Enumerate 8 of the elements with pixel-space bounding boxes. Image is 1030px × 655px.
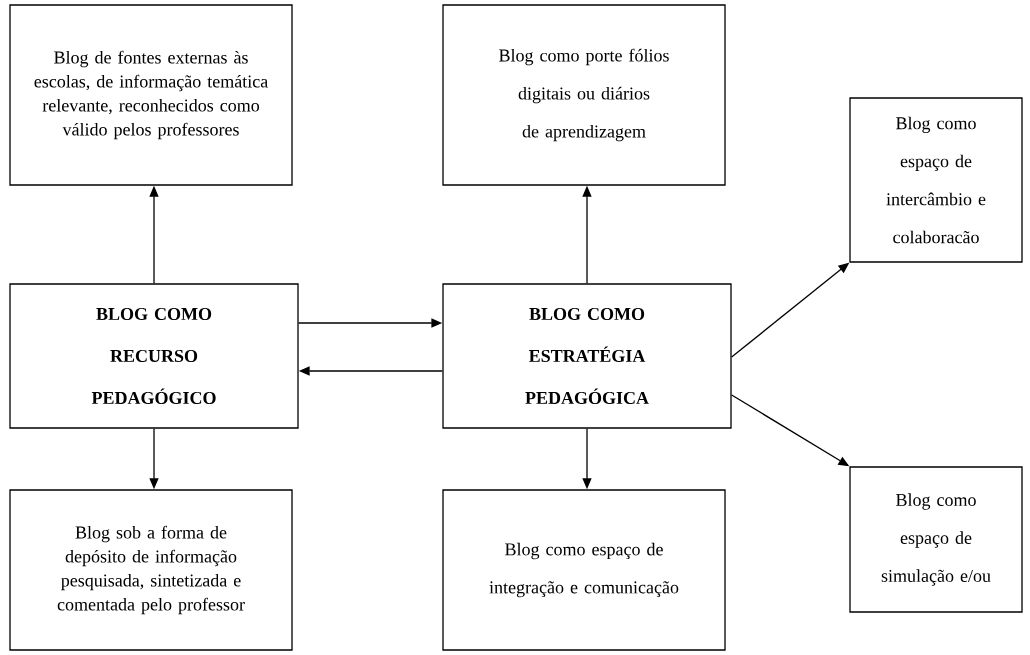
text-box: Blog de fontes externas às escolas, de informação temática relevante, reconhecidos como válido pelos professores [9,4,293,186]
text-box: Blog como espaço de intercâmbio e colaboracão [849,97,1023,263]
text-box: Blog como porte fólios digitais ou diários de aprendizagem [442,4,726,186]
text-box: Blog como espaço de simulação e/ou [849,466,1023,613]
main-box: BLOG COMO RECURSO PEDAGÓGICO [9,283,299,429]
text-box: Blog sob a forma de depósito de informação pesquisada, sintetizada e comentada pelo professor [9,489,293,651]
text-box: Blog como espaço de integração e comunicação [442,489,726,651]
main-box: BLOG COMO ESTRATÉGIA PEDAGÓGICA [442,283,732,429]
